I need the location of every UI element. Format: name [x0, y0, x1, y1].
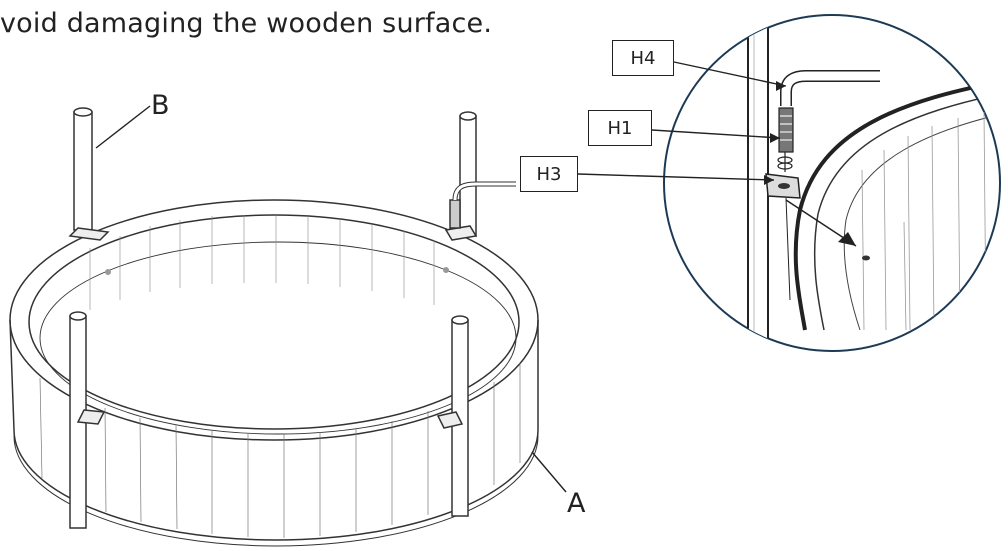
- leader-line-h1: [651, 129, 781, 139]
- detail-label-h3: H3: [520, 156, 578, 192]
- instruction-caption: void damaging the wooden surface.: [0, 8, 493, 39]
- detail-view: [577, 14, 1001, 352]
- tub-ring: [9, 199, 539, 547]
- leader-line-h4: [673, 61, 787, 87]
- leader-line-a: [531, 451, 567, 493]
- detail-label-h4: H4: [612, 40, 674, 76]
- post-back-right: [444, 111, 516, 241]
- detail-label-h1: H1: [588, 110, 652, 146]
- wall-holes: [105, 267, 449, 275]
- leader-line-b: [95, 105, 151, 149]
- part-label-a: A: [567, 488, 586, 519]
- inner-wall-slats: [89, 215, 435, 310]
- part-label-b: B: [151, 90, 170, 121]
- post-back-left: [68, 107, 110, 241]
- leader-line-h3: [577, 173, 775, 181]
- post-front-right: [436, 315, 469, 517]
- post-front-left: [69, 311, 106, 529]
